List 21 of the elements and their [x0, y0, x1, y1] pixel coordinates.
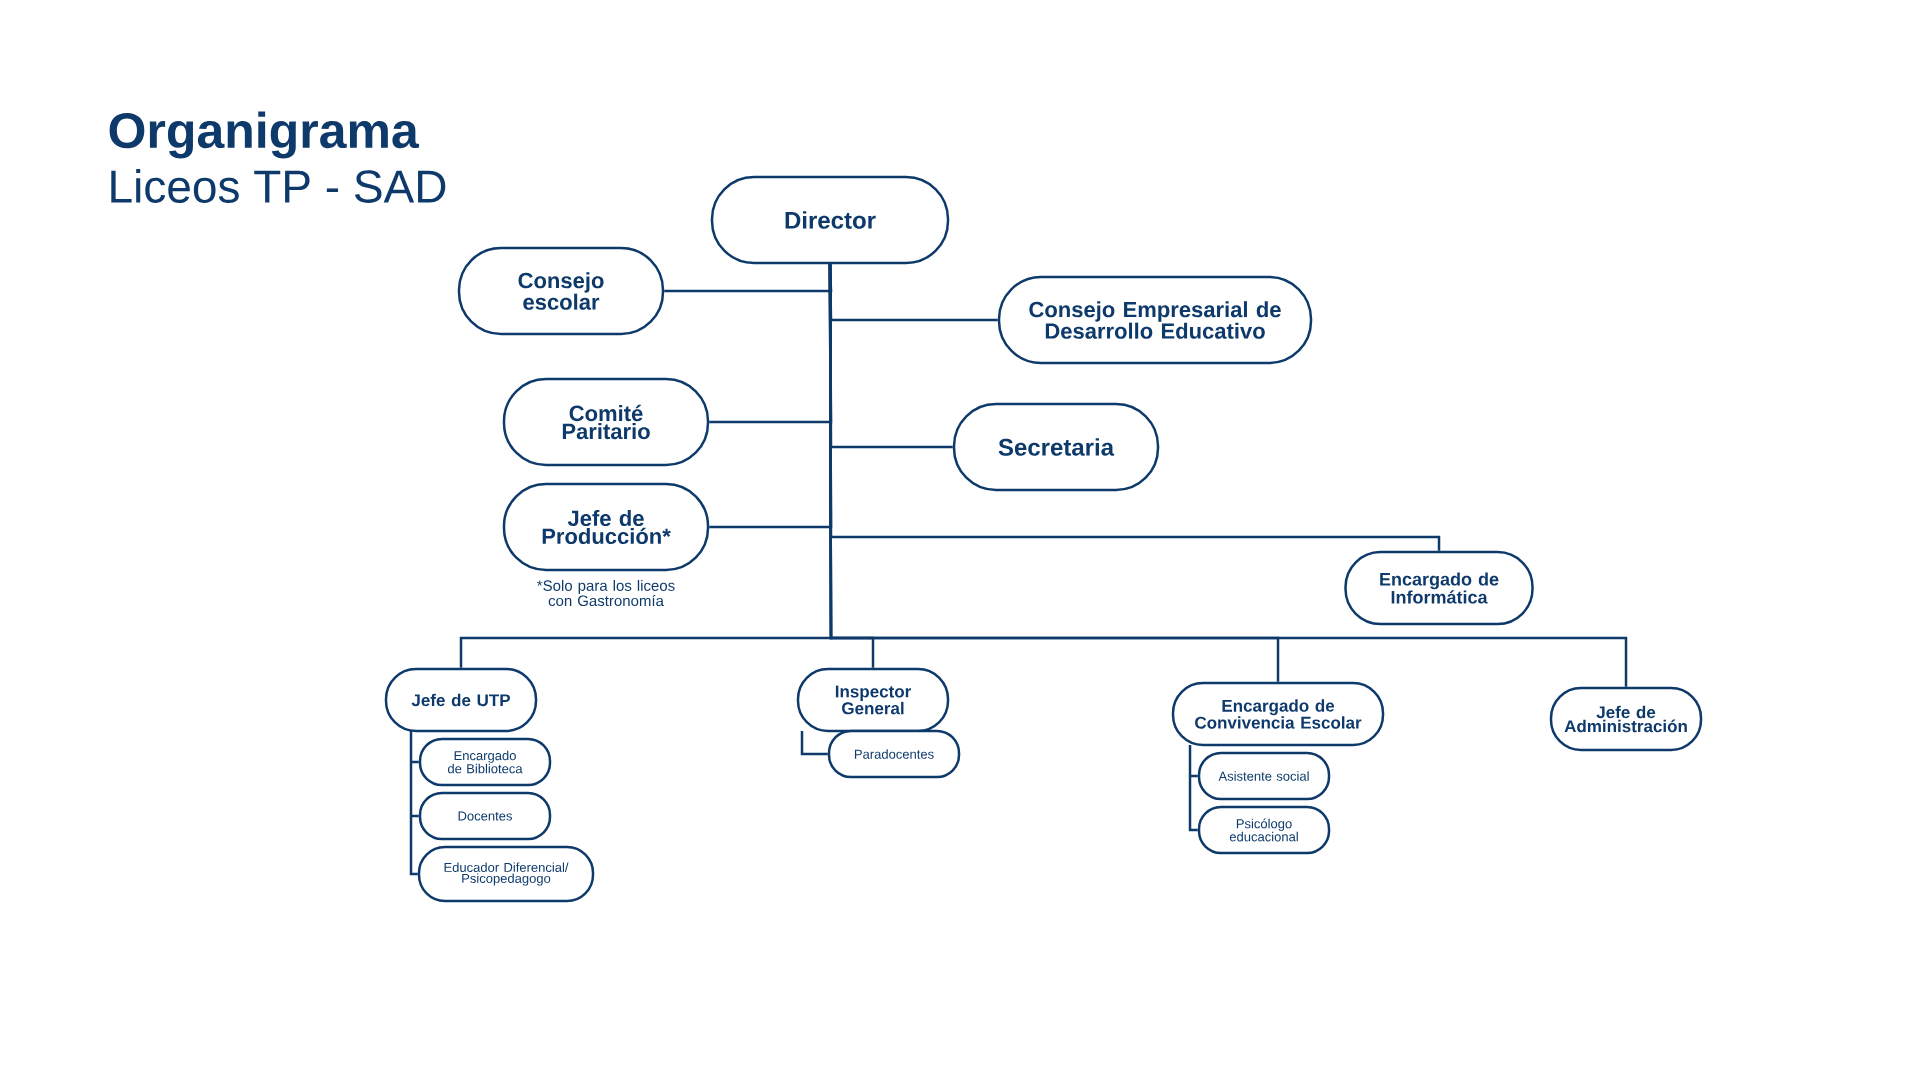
org-box: Encargado de Informática: [1344, 550, 1534, 626]
org-box: Comité Paritario: [502, 377, 710, 467]
org-box: Secretaria: [952, 402, 1160, 492]
title: Organigrama: [109, 111, 420, 159]
org-box: Asistente social: [1197, 751, 1331, 801]
org-box: Inspector General: [796, 667, 950, 733]
org-box: Jefe de UTP: [384, 667, 538, 733]
org-box: Docentes: [418, 791, 552, 841]
org-box: Psicólogo educacional: [1197, 805, 1331, 855]
org-box: Consejo escolar: [457, 246, 665, 336]
org-box: Encargado de Biblioteca: [418, 737, 552, 787]
subtitle: Liceos TP - SAD: [111, 169, 446, 203]
org-box: Consejo Empresarial de Desarrollo Educativo: [997, 275, 1313, 365]
org-box: Encargado de Convivencia Escolar: [1171, 681, 1385, 747]
org-box: Jefe de Administración: [1549, 686, 1703, 752]
org-box: Jefe de Producción*: [502, 482, 710, 572]
org-box: Director: [710, 175, 950, 265]
footnote: *Solo para los liceos con Gastronomía: [537, 579, 675, 607]
org-box: Paradocentes: [827, 729, 961, 779]
org-box: Educador Diferencial/ Psicopedagogo: [417, 845, 595, 903]
connector-line: [828, 264, 1628, 687]
